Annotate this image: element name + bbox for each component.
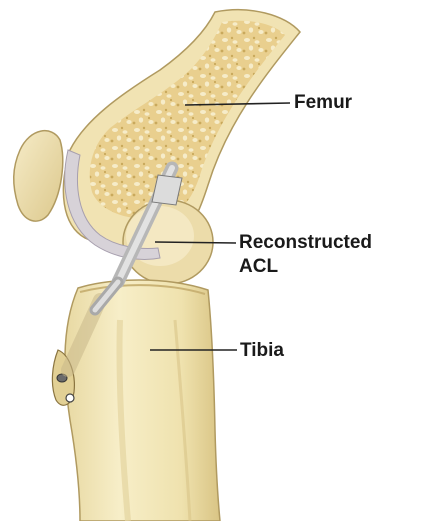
femur-label: Femur [294, 91, 352, 115]
acl-leader-line [155, 242, 236, 243]
acl-label: Reconstructed ACL [239, 231, 372, 279]
acl-label-line2: ACL [239, 255, 372, 279]
acl-label-line1: Reconstructed [239, 231, 372, 255]
tibia-label: Tibia [240, 339, 284, 363]
patella-bone [14, 131, 63, 221]
